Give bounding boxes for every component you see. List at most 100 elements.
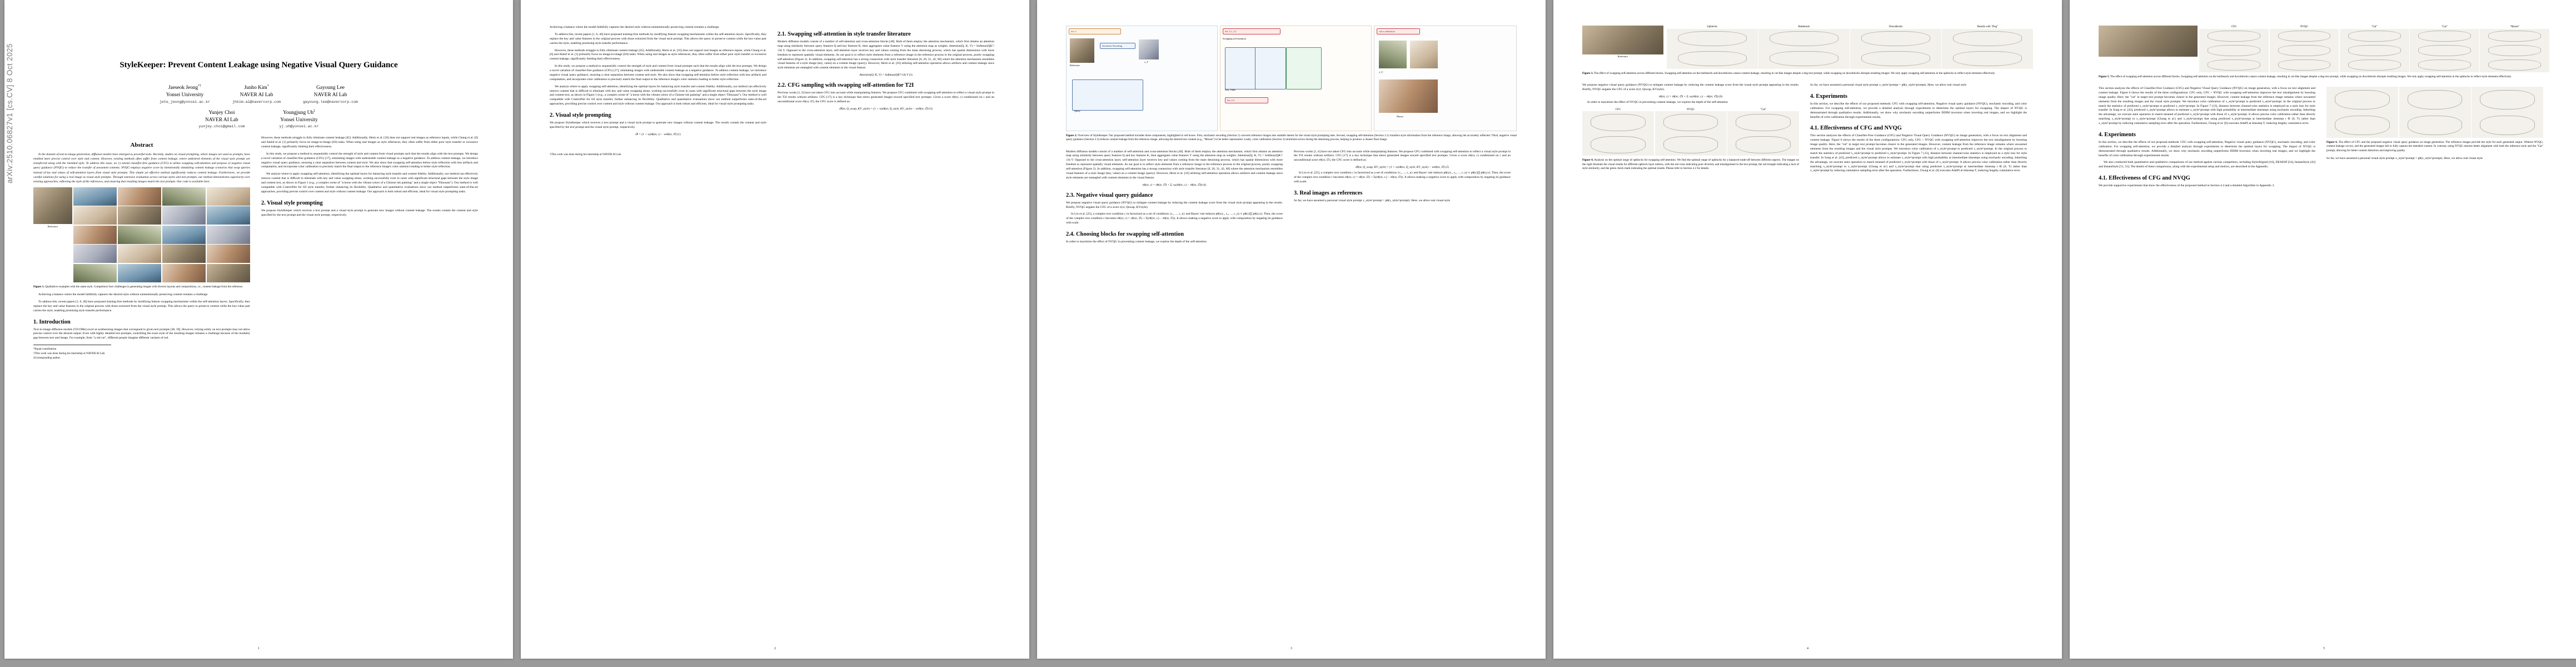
figure-2-badge-swap: Sec 2.1, 2.2 <box>1223 28 1281 34</box>
real-images-heading: 3. Real images as references <box>1294 190 1363 196</box>
author-affiliation: NAVER AI Lab <box>313 92 347 98</box>
author-email: jhkim.ai@navercorp.com <box>232 99 281 104</box>
figure-1-col-header: Reference <box>47 225 58 228</box>
figure-2-out-thumb-2 <box>1410 41 1438 68</box>
equation-3: Attention(Q, K, V) = Softmax(QKᵀ/√d) V (… <box>778 73 994 77</box>
figure-5-col-3: "Cat" <box>2442 26 2448 28</box>
figure-2-out-thumb-1 <box>1379 41 1407 68</box>
author-email: yunjey.choi@gmail.com <box>198 125 245 129</box>
equation-1: ε̃θ = (1 + w)εθ(xt, c) − wεθ(xt, ∅) (1) <box>550 133 766 136</box>
equation-2-body: ε̃θ(xt, Q_swap, KV_style) = (1 + w)εθ(xt… <box>839 107 929 111</box>
figure-2-reference-thumb <box>1070 38 1094 63</box>
figure-2-label: Figure 2. <box>1066 134 1077 137</box>
page-title: StyleKeeper: Prevent Content Leakage usi… <box>119 60 398 69</box>
author-email: jete_jeong@yonsei.ac.kr <box>159 99 210 104</box>
figure-1-grid: Reference <box>33 187 250 282</box>
figure-2-x0-label: x_0 <box>1379 71 1383 73</box>
figure-1-caption: Figure 1. Qualitative examples with the … <box>33 285 250 289</box>
figure-5-label: Figure 5. <box>2099 74 2110 78</box>
author-block: Gayoung Lee NAVER AI Lab gayoung.lee@nav… <box>303 84 358 104</box>
p2-para-5: We analyze where to apply swapping self-… <box>550 84 766 106</box>
figure-2-moose-label: Moose <box>1397 115 1403 118</box>
figure-2-encoding-box: Stochastic Encoding <box>1100 43 1135 49</box>
figure-5-caption-text: The effect of swapping self-attention ac… <box>2110 74 2512 78</box>
figure-4-col-0: CFG <box>1615 108 1621 111</box>
figure-2-latent-thumb <box>1139 39 1159 59</box>
figure-1: Reference Figure 1. Qualitative examples <box>33 187 250 289</box>
page-5-left-column: This section analyzes the effects of Cla… <box>2099 87 2315 191</box>
figure-3-col-3: Results with "Dog" <box>1977 26 1999 28</box>
equation-1-label: (1) <box>677 133 681 136</box>
equation-6-body: εθ(xt, c) = εθ(xt, ∅) + Σᵢ wᵢ(εθ(xt, cᵢ)… <box>1658 94 1719 98</box>
page-4-columns: We propose negative visual query guidanc… <box>1582 83 2033 176</box>
figure-5-col-0: CFG <box>2231 26 2237 28</box>
footnote-3: ‡Corresponding author. <box>33 356 61 360</box>
p5r-para: So far, we have assumed a personal visua… <box>2326 156 2483 160</box>
equation-5-label: (5) <box>1445 166 1449 170</box>
page-number: 5 <box>2323 647 2325 650</box>
figure-4-caption-text: Analysis on the optimal range of upblock… <box>1582 158 1799 170</box>
equation-4-body: εθ(xt, c) = εθ(xt, ∅) + Σᵢ wᵢ(εθ(xt, cᵢ)… <box>1142 183 1203 187</box>
page-2-columns: Achieving a balance where the model fait… <box>550 26 1000 157</box>
author-block: Junho Kim* NAVER AI Lab jhkim.ai@naverco… <box>232 84 281 104</box>
p4-para-1: We propose negative visual query guidanc… <box>1582 83 1799 91</box>
page-1-right-column: However, these methods struggle to fully… <box>261 136 478 360</box>
p3-para-1: Modern diffusion models consist of a num… <box>1066 150 1283 180</box>
page-number: 3 <box>1291 647 1292 650</box>
p4r-eff-para: This section analyzes the effects of Cla… <box>1810 134 2027 173</box>
figure-2-unet-block <box>1072 79 1143 111</box>
equation-4: εθ(xt, c) = εθ(xt, ∅) + Σᵢ wᵢ(εθ(xt, cᵢ)… <box>1066 183 1283 187</box>
figure-4-caption: Figure 4. Analysis on the optimal range … <box>1582 158 1799 171</box>
paper-page-4[interactable]: Reference Upblocks Bottleneck Downblocks… <box>1553 0 2062 659</box>
paper-page-1[interactable]: arXiv:2510.06827v1 [cs.CV] 8 Oct 2025 St… <box>4 0 513 659</box>
experiments-heading-p4: 4. Experiments <box>1810 93 1847 99</box>
equation-3-label: (2) <box>909 74 913 77</box>
paper-page-5[interactable]: CFG NVQG "Cat" "Cat" "Moose" <box>2070 0 2576 659</box>
figure-3-col-0: Upblocks <box>1707 26 1717 28</box>
page-2-right-column: 2.1. Swapping self-attention in style tr… <box>778 26 994 157</box>
figure-1-caption-text: Qualitative examples with the same style… <box>45 285 243 288</box>
figure-3-col-1: Bottleneck <box>1798 26 1810 28</box>
author-block: Youngjung Uh‡ Yonsei University yj.uh@yo… <box>279 109 318 129</box>
figure-2-final-output <box>1379 79 1438 113</box>
figure-2-ref-label: Reference <box>1070 64 1080 67</box>
p3r-real-para: So far, we have assumed a personal visua… <box>1294 198 1451 202</box>
p5-exp-2: We also conducted both quantitative and … <box>2099 161 2315 169</box>
author-name: Gayoung Lee <box>316 85 345 91</box>
figure-6-label: Figure 6. <box>2326 141 2338 145</box>
p4-para-2: In order to maximize the effect of NVQG … <box>1587 100 1728 104</box>
figure-2-caption-text: Overview of StyleKeeper. Our proposed me… <box>1066 134 1517 142</box>
author-email: gayoung.lee@navercorp.com <box>303 99 358 104</box>
page-number: 2 <box>774 647 776 650</box>
figure-2-caption: Figure 2. Overview of StyleKeeper. Our p… <box>1066 134 1517 142</box>
abstract-heading: Abstract <box>130 142 153 149</box>
intro-para-1: Text-to-image diffusion models (T2I DMs)… <box>33 327 250 340</box>
figure-2-kv-label: Key, Value <box>1225 88 1236 91</box>
figure-1-reference-image <box>33 187 72 224</box>
p4r-para-1: So far, we have assumed a personal visua… <box>1810 83 1967 87</box>
figure-6-caption-text: The effect of CFG and the proposed negat… <box>2326 141 2544 152</box>
author-name: Jaeseok Jeong <box>168 85 198 91</box>
introduction-heading: 1. Introduction <box>33 318 71 325</box>
author-name: Youngjung Uh <box>283 109 314 116</box>
intro-para-6: We analyze where to apply swapping self-… <box>261 172 478 193</box>
equation-6: εθ(xt, c) = εθ(xt, ∅) + Σᵢ wᵢ(εθ(xt, cᵢ)… <box>1582 95 1799 98</box>
page-3-left-column: Modern diffusion models consist of a num… <box>1066 150 1283 247</box>
author-affiliation: NAVER AI Lab <box>205 117 238 123</box>
page-1-columns: Abstract In the domain of text-to-image … <box>33 136 484 360</box>
figure-5-caption: Figure 5. The effect of swapping self-at… <box>2099 75 2549 79</box>
paper-page-3[interactable]: Sec 3 Reference Stochastic Encoding x_T … <box>1037 0 1546 659</box>
p3-nvqg-para-2: In Liu et al. [25], a complex text condi… <box>1066 212 1283 225</box>
arxiv-stamp: arXiv:2510.06827v1 [cs.CV] 8 Oct 2025 <box>6 43 14 183</box>
author-name: Yunjey Choi <box>208 109 235 116</box>
footnote-2: †This work was done during his internshi… <box>33 351 106 355</box>
figure-5-col-2: "Cat" <box>2371 26 2378 28</box>
intro-para-4: However, these methods struggle to fully… <box>261 136 478 148</box>
page-4-right-column: So far, we have assumed a personal visua… <box>1810 83 2027 176</box>
p2-vsp-para: We propose StyleKeeper which receives a … <box>550 121 766 129</box>
equation-5-body: ε̃θ(xt, Q_swap, KV_style) = (1 + w)εθ(xt… <box>1356 166 1445 170</box>
paper-page-2[interactable]: Achieving a balance where the model fait… <box>521 0 1029 659</box>
p2-para-3: However, these methods struggle to fully… <box>550 48 766 61</box>
figure-4-col-2: "Cat" <box>1760 108 1766 111</box>
